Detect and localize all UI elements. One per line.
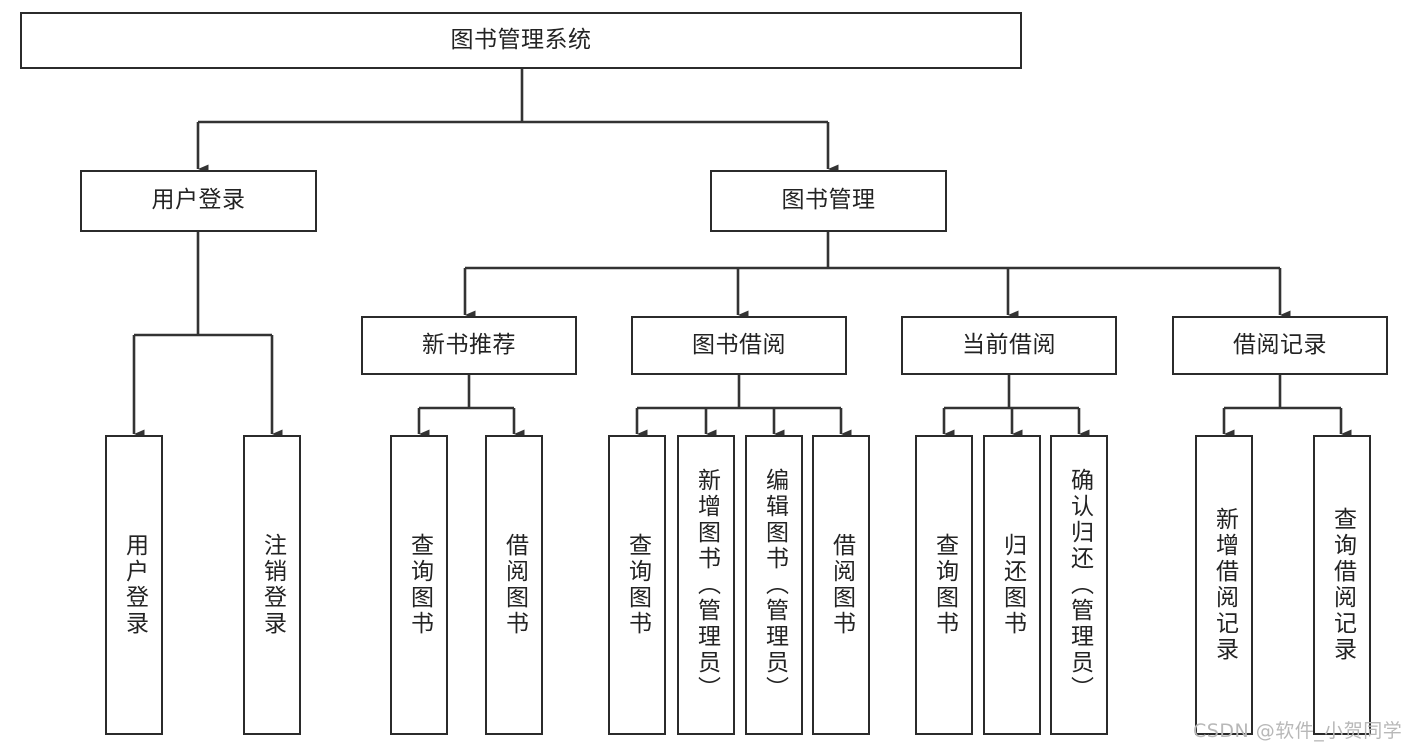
node-leaf[interactable]: 注销登录 bbox=[243, 435, 301, 735]
node-level3-label: 图书借阅 bbox=[692, 331, 786, 358]
node-leaf[interactable]: 新增借阅记录 bbox=[1195, 435, 1253, 735]
node-root[interactable]: 图书管理系统 bbox=[20, 12, 1022, 69]
node-leaf-label: 查询图书 bbox=[624, 533, 651, 637]
node-leaf[interactable]: 用户登录 bbox=[105, 435, 163, 735]
node-level2[interactable]: 用户登录 bbox=[80, 170, 317, 232]
node-leaf[interactable]: 归还图书 bbox=[983, 435, 1041, 735]
node-level3[interactable]: 当前借阅 bbox=[901, 316, 1117, 375]
node-leaf[interactable]: 查询借阅记录 bbox=[1313, 435, 1371, 735]
node-leaf[interactable]: 借阅图书 bbox=[812, 435, 870, 735]
node-leaf-label: 编辑图书（管理员） bbox=[761, 468, 788, 702]
node-level3-label: 当前借阅 bbox=[962, 331, 1056, 358]
node-leaf-label: 确认归还（管理员） bbox=[1066, 468, 1093, 702]
node-level3[interactable]: 新书推荐 bbox=[361, 316, 577, 375]
node-leaf[interactable]: 查询图书 bbox=[915, 435, 973, 735]
node-root-label: 图书管理系统 bbox=[450, 26, 592, 53]
node-leaf[interactable]: 确认归还（管理员） bbox=[1050, 435, 1108, 735]
node-leaf[interactable]: 查询图书 bbox=[608, 435, 666, 735]
node-level2-label: 用户登录 bbox=[151, 187, 246, 214]
node-leaf-label: 新增图书（管理员） bbox=[693, 468, 720, 702]
node-level3-label: 借阅记录 bbox=[1233, 331, 1327, 358]
node-level2-label: 图书管理 bbox=[781, 187, 876, 214]
node-level3[interactable]: 借阅记录 bbox=[1172, 316, 1388, 375]
node-leaf-label: 新增借阅记录 bbox=[1211, 507, 1238, 663]
node-leaf-label: 借阅图书 bbox=[828, 533, 855, 637]
node-leaf[interactable]: 编辑图书（管理员） bbox=[745, 435, 803, 735]
node-leaf-label: 查询图书 bbox=[931, 533, 958, 637]
node-leaf[interactable]: 查询图书 bbox=[390, 435, 448, 735]
node-level3-label: 新书推荐 bbox=[422, 331, 516, 358]
node-leaf-label: 借阅图书 bbox=[501, 533, 528, 637]
node-level2[interactable]: 图书管理 bbox=[710, 170, 947, 232]
node-leaf-label: 查询图书 bbox=[406, 533, 433, 637]
node-level3[interactable]: 图书借阅 bbox=[631, 316, 847, 375]
node-leaf[interactable]: 借阅图书 bbox=[485, 435, 543, 735]
node-leaf-label: 查询借阅记录 bbox=[1329, 507, 1356, 663]
node-leaf-label: 注销登录 bbox=[259, 533, 286, 637]
node-leaf-label: 归还图书 bbox=[999, 533, 1026, 637]
node-leaf[interactable]: 新增图书（管理员） bbox=[677, 435, 735, 735]
node-leaf-label: 用户登录 bbox=[121, 533, 148, 637]
